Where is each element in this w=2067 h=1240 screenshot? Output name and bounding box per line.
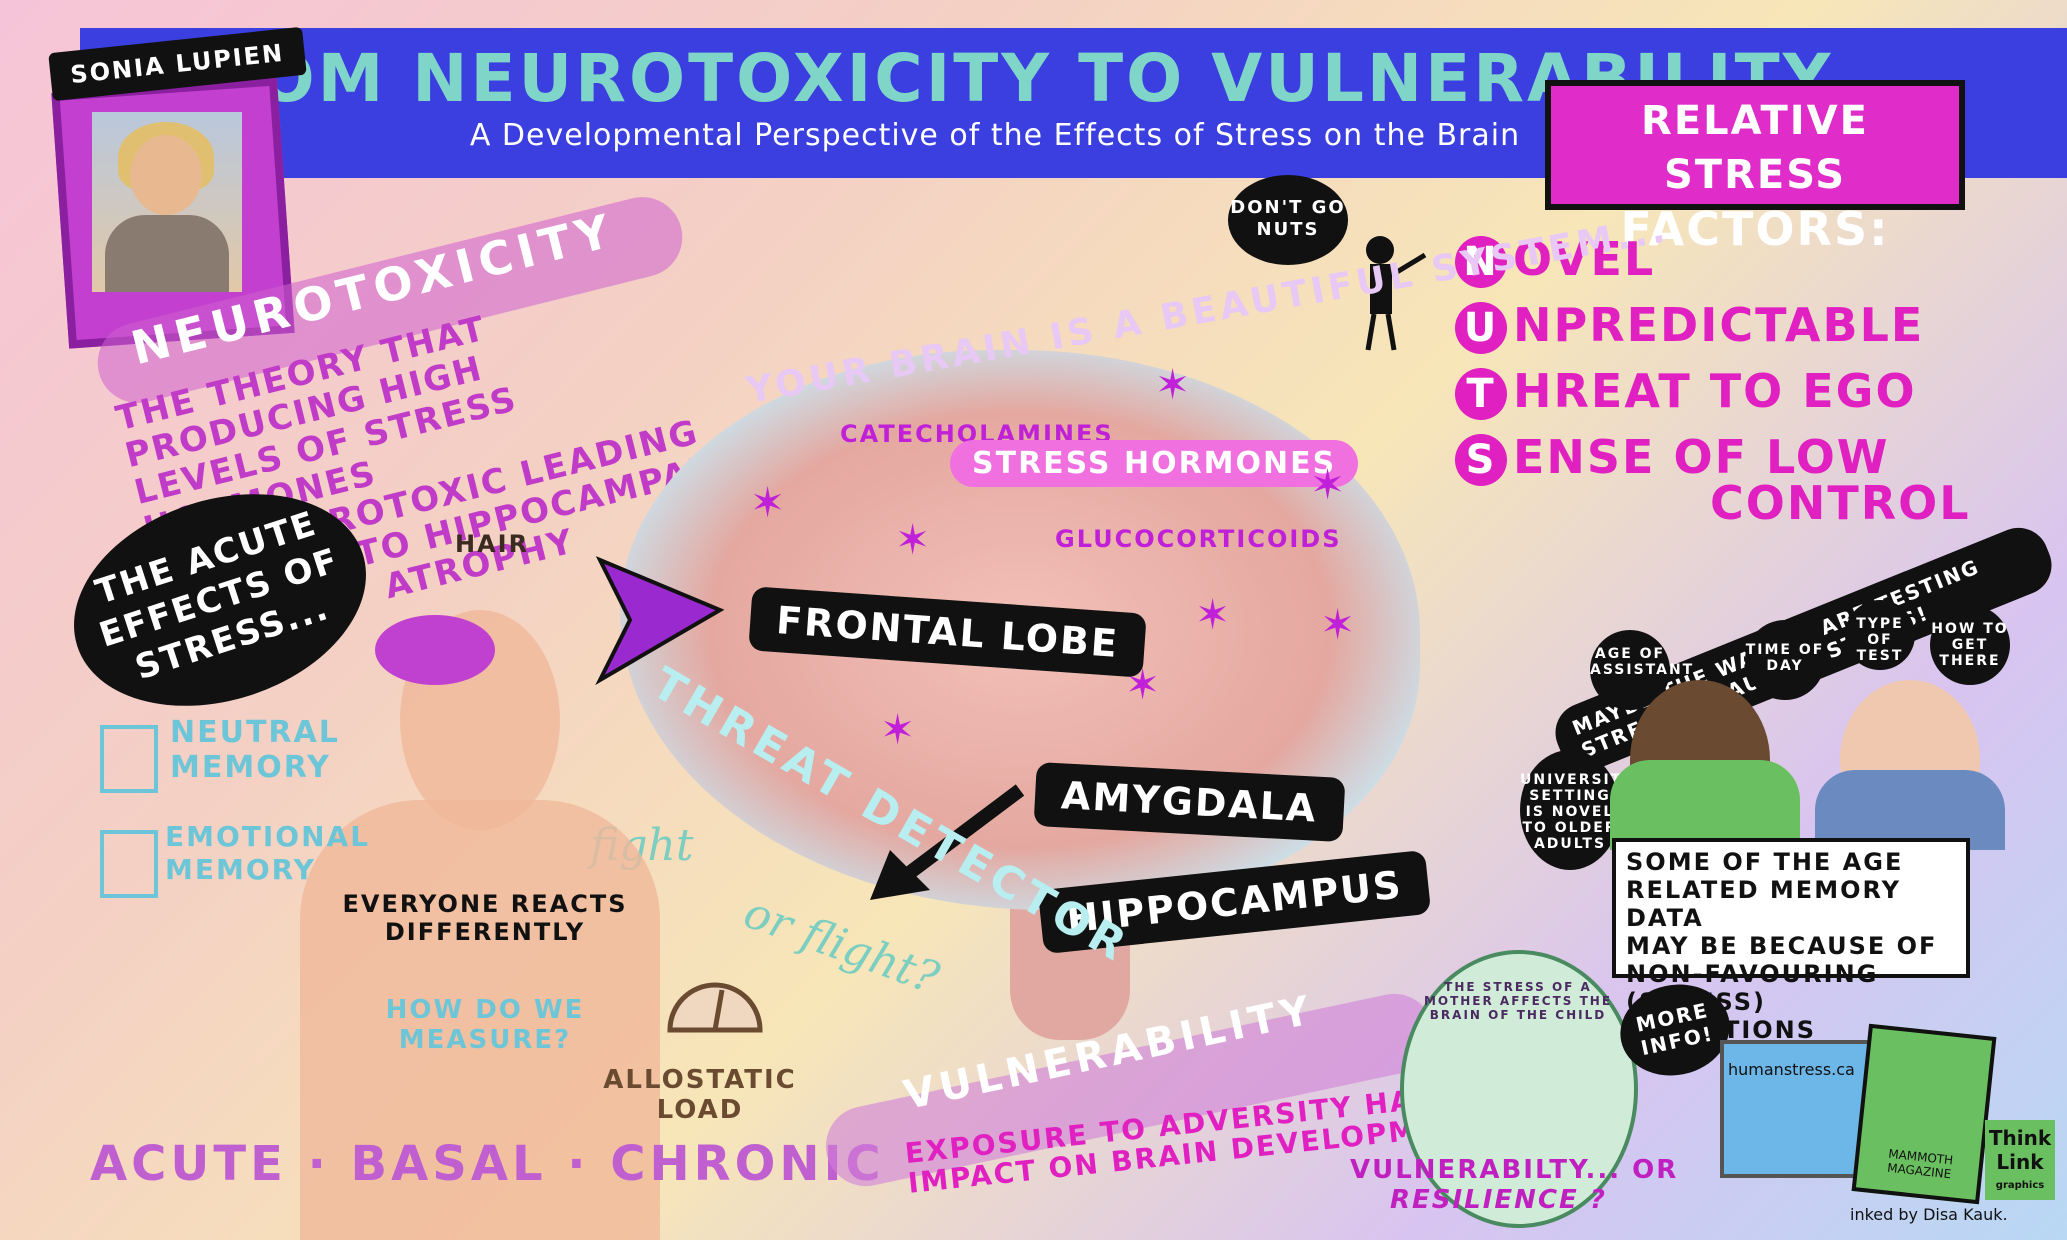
vr-line-2: RESILIENCE ? xyxy=(1390,1185,1607,1215)
up-arrow-icon xyxy=(100,830,158,898)
relative-stress-title-2: FACTORS: xyxy=(1620,202,1890,256)
how-get-there-bubble: HOW TO GET THERE xyxy=(1930,605,2010,685)
logo-line-2: Link xyxy=(1996,1150,2044,1174)
down-arrow-icon xyxy=(100,725,158,793)
laptop-url[interactable]: humanstress.ca xyxy=(1728,1060,1855,1079)
university-bubble: UNIVERSITY SETTING IS NOVEL TO OLDER ADU… xyxy=(1520,750,1632,870)
nuts-letter-n: N xyxy=(1455,236,1507,288)
relative-stress-title-1: RELATIVE STRESS xyxy=(1641,98,1869,198)
neutral-memory-label: NEUTRAL MEMORY xyxy=(170,715,340,785)
logo-line-3: graphics xyxy=(1995,1180,2045,1191)
hormone-star-icon: ✶ xyxy=(1320,600,1356,649)
think-link-logo: Think Link graphics xyxy=(1985,1120,2055,1200)
allostatic-load-label: ALLOSTATIC LOAD xyxy=(603,1065,797,1125)
vulnerability-or-resilience: VULNERABILTY... OR RESILIENCE ? xyxy=(1350,1155,1678,1215)
logo-line-1: Think xyxy=(1988,1126,2052,1150)
dont-go-nuts-bubble: DON'T GO NUTS xyxy=(1228,175,1348,265)
box-line-2: RELATED MEMORY DATA xyxy=(1626,876,1902,932)
stick-figure-icon xyxy=(1365,236,1427,351)
hormone-star-icon: ✶ xyxy=(1155,360,1191,409)
type-of-test-bubble: TYPE OF TEST xyxy=(1845,600,1915,670)
subtitle: A Developmental Perspective of the Effec… xyxy=(469,118,1521,153)
acute-basal-chronic: ACUTE · BASAL · CHRONIC xyxy=(90,1136,885,1192)
purple-arrow-icon xyxy=(595,556,725,686)
nuts-control: CONTROL xyxy=(1710,476,1971,530)
everyone-reacts-text: EVERYONE REACTS DIFFERENTLY xyxy=(342,890,628,946)
nuts-text-t: HREAT TO EGO xyxy=(1513,364,1917,418)
how-measure-text: HOW DO WE MEASURE? xyxy=(385,995,585,1055)
inked-credit: inked by Disa Kauk. xyxy=(1850,1205,2008,1224)
nuts-letter-s: S xyxy=(1455,434,1507,486)
hormone-star-icon: ✶ xyxy=(880,705,916,754)
nuts-text-s: ENSE OF LOW xyxy=(1513,430,1890,484)
mother-text: THE STRESS OF A MOTHER AFFECTS THE BRAIN… xyxy=(1423,980,1613,1022)
hormone-star-icon: ✶ xyxy=(1195,590,1231,639)
black-arrow-icon xyxy=(870,784,1025,900)
young-person-hoodie xyxy=(1610,760,1800,850)
vr-line-1: VULNERABILTY... OR xyxy=(1350,1155,1679,1185)
speaker-face-illustration xyxy=(130,135,202,215)
time-of-day-bubble: TIME OF DAY xyxy=(1745,620,1825,700)
hormone-star-icon: ✶ xyxy=(1310,460,1346,509)
nuts-letter-t: T xyxy=(1455,368,1507,420)
box-line-1: SOME OF THE AGE xyxy=(1626,848,1904,876)
nuts-letter-u: U xyxy=(1455,302,1507,354)
gauge-icon xyxy=(667,982,763,1033)
old-person-jacket xyxy=(1815,770,2005,850)
mother-child-illustration xyxy=(1400,950,1638,1228)
stress-hormones-label: STRESS HORMONES xyxy=(950,440,1359,487)
mini-brain-icon xyxy=(375,615,495,685)
relative-stress-box: RELATIVE STRESS FACTORS: xyxy=(1545,80,1965,256)
hair-label: HAIR xyxy=(455,530,530,558)
nuts-text-n: OVEL xyxy=(1513,232,1656,286)
person-body-illustration xyxy=(300,800,660,1240)
emotional-memory-label: EMOTIONAL MEMORY xyxy=(165,820,371,886)
box-line-3: MAY BE BECAUSE OF xyxy=(1626,932,1938,960)
hormone-star-icon: ✶ xyxy=(750,478,786,527)
hormone-star-icon: ✶ xyxy=(895,515,931,564)
speaker-body-illustration xyxy=(105,215,229,292)
glucocorticoids-label: GLUCOCORTICOIDS xyxy=(1055,525,1342,553)
nuts-text-u: NPREDICTABLE xyxy=(1513,298,1925,352)
age-memory-box: SOME OF THE AGE RELATED MEMORY DATA MAY … xyxy=(1612,838,1970,1044)
